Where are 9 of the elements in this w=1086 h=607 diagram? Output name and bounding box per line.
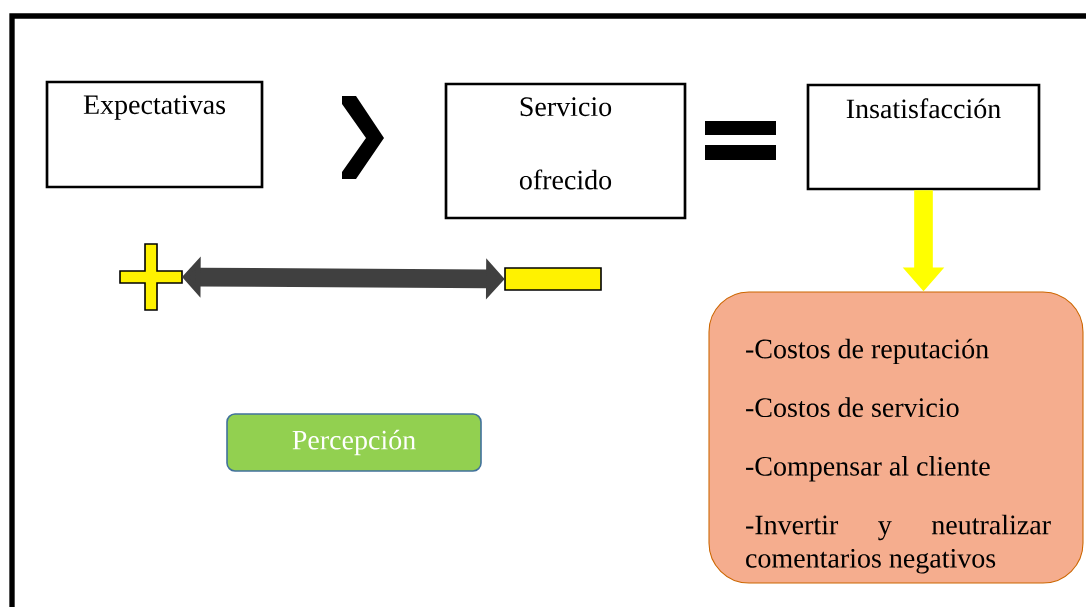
rounded-box: Percepción <box>226 413 482 472</box>
text-box: Expectativas <box>45 80 264 189</box>
equals-sign <box>705 121 776 160</box>
text-box: Insatisfacción <box>806 83 1041 191</box>
rounded-box: -Costos de reputación -Costos de servicio -Compensar al cliente -Invertir y neutralizar comentarios negativos <box>708 291 1084 584</box>
plus-sign <box>119 243 183 311</box>
greater-than-sign <box>342 96 384 179</box>
text-box: Servicio ofrecido <box>444 82 687 220</box>
minus-sign <box>504 267 602 291</box>
